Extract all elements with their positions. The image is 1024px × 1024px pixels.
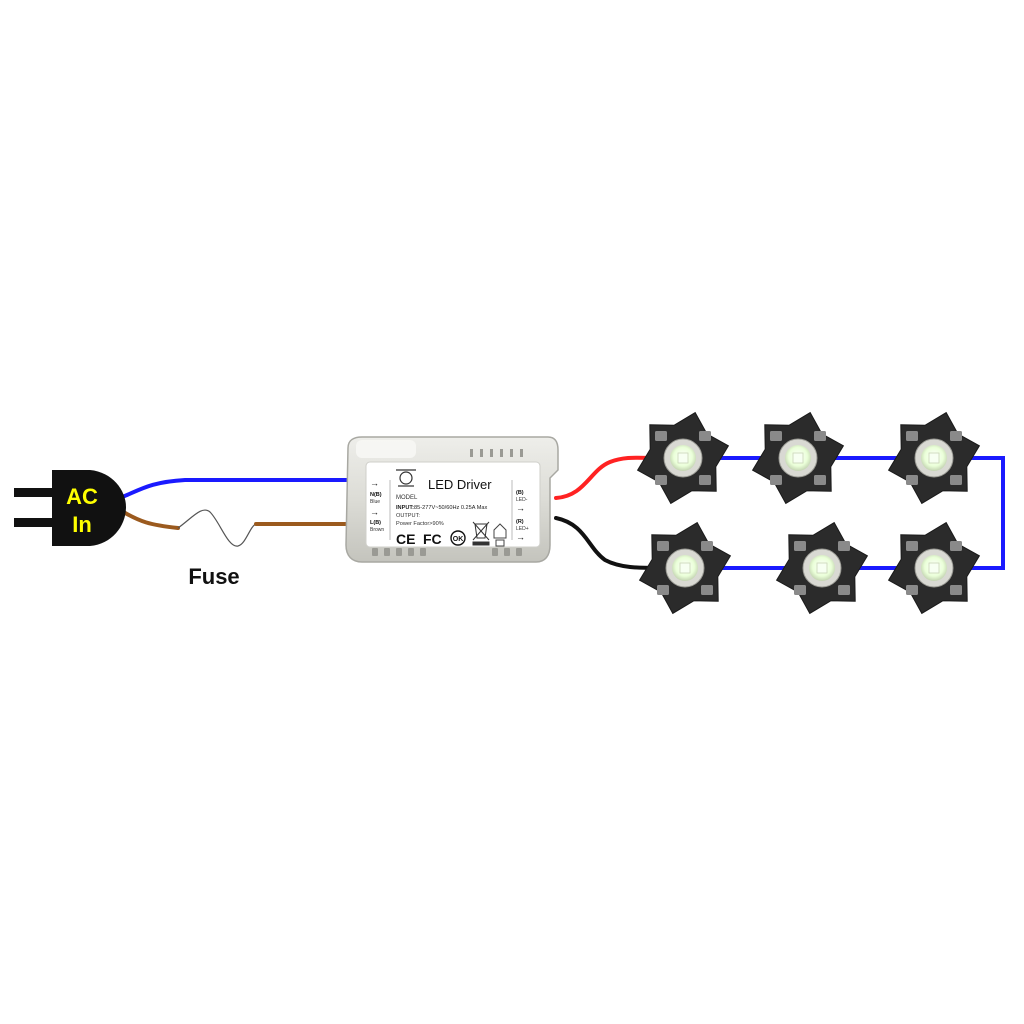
neutral-wire <box>118 478 352 500</box>
led-star-4 <box>638 521 732 615</box>
solder-pad <box>814 475 826 485</box>
ce-mark: CE <box>396 531 415 547</box>
led-star-6 <box>887 521 981 615</box>
solder-pad <box>814 431 826 441</box>
right-terminal-top-sub: LED- <box>516 497 528 503</box>
plug-body <box>52 470 126 546</box>
fuse-element <box>177 509 257 547</box>
left-terminal-top-sub: Blue <box>370 499 380 505</box>
arrow-icon: → <box>370 507 379 517</box>
solder-pad <box>701 541 713 551</box>
solder-pad <box>770 431 782 441</box>
input-label: INPUT: <box>396 505 414 511</box>
ok-mark: OK <box>453 536 464 543</box>
left-terminal-bottom: L(B) <box>370 520 381 526</box>
fc-mark: FC <box>423 531 442 547</box>
arrow-icon: → <box>516 532 525 542</box>
plug-label-in: In <box>72 512 92 537</box>
solder-pad <box>655 431 667 441</box>
driver-right-terminals: (B) LED- → (R) LED+ → <box>516 490 529 542</box>
live-wire-to-fuse <box>118 508 180 530</box>
solder-pad <box>701 585 713 595</box>
right-terminal-bottom: (R) <box>516 519 524 525</box>
arrow-icon: → <box>370 478 379 488</box>
solder-pad <box>838 585 850 595</box>
led-die <box>816 562 828 574</box>
solder-pad <box>699 431 711 441</box>
indoor-use-icon <box>493 523 507 547</box>
solder-pad <box>699 475 711 485</box>
input-spec: INPUT:85-277V~50/60Hz 0.25A Max <box>396 505 487 511</box>
series-wire-3-loop <box>960 456 1005 570</box>
led-star-3 <box>887 411 981 505</box>
driver-logo-icon <box>396 469 416 487</box>
fuse-label: Fuse <box>188 564 239 589</box>
ac-plug: AC In <box>14 470 126 546</box>
led-array <box>636 411 981 615</box>
led-die <box>928 452 940 464</box>
output-label: OUTPUT: <box>396 513 420 519</box>
right-terminal-top: (B) <box>516 490 524 496</box>
weee-bin-icon <box>472 521 490 546</box>
solder-pad <box>906 431 918 441</box>
solder-pad <box>794 541 806 551</box>
plug-prong-top <box>14 488 52 497</box>
driver-top-vents <box>470 449 523 457</box>
right-terminal-bottom-sub: LED+ <box>516 526 529 532</box>
solder-pad <box>657 541 669 551</box>
left-terminal-bottom-sub: Brown <box>370 527 384 533</box>
negative-output-wire <box>554 516 658 570</box>
led-die <box>792 452 804 464</box>
solder-pad <box>838 541 850 551</box>
solder-pad <box>950 541 962 551</box>
model-label: MODEL <box>396 495 418 501</box>
driver-top-rim <box>356 440 416 458</box>
power-factor: Power Factor>90% <box>396 521 444 527</box>
led-die <box>928 562 940 574</box>
led-die <box>679 562 691 574</box>
solder-pad <box>770 475 782 485</box>
solder-pad <box>950 431 962 441</box>
solder-pad <box>655 475 667 485</box>
positive-output-wire <box>554 455 658 500</box>
solder-pad <box>906 475 918 485</box>
driver-title: LED Driver <box>428 477 492 492</box>
driver-bottom-vents <box>372 548 522 556</box>
solder-pad <box>906 585 918 595</box>
led-star-2 <box>751 411 845 505</box>
solder-pad <box>950 585 962 595</box>
input-value: 85-277V~50/60Hz 0.25A Max <box>414 505 487 511</box>
arrow-icon: → <box>516 503 525 513</box>
plug-label-ac: AC <box>66 484 98 509</box>
solder-pad <box>906 541 918 551</box>
ok-mark-icon: OK <box>450 530 466 546</box>
led-driver: LED Driver → N(B) Blue → L(B) Brown MODE… <box>345 436 559 563</box>
led-star-5 <box>775 521 869 615</box>
left-terminal-top: N(B) <box>370 492 382 498</box>
driver-left-terminals: → N(B) Blue → L(B) Brown <box>370 478 384 533</box>
solder-pad <box>794 585 806 595</box>
led-star-1 <box>636 411 730 505</box>
led-die <box>677 452 689 464</box>
solder-pad <box>657 585 669 595</box>
solder-pad <box>950 475 962 485</box>
plug-prong-bottom <box>14 518 52 527</box>
